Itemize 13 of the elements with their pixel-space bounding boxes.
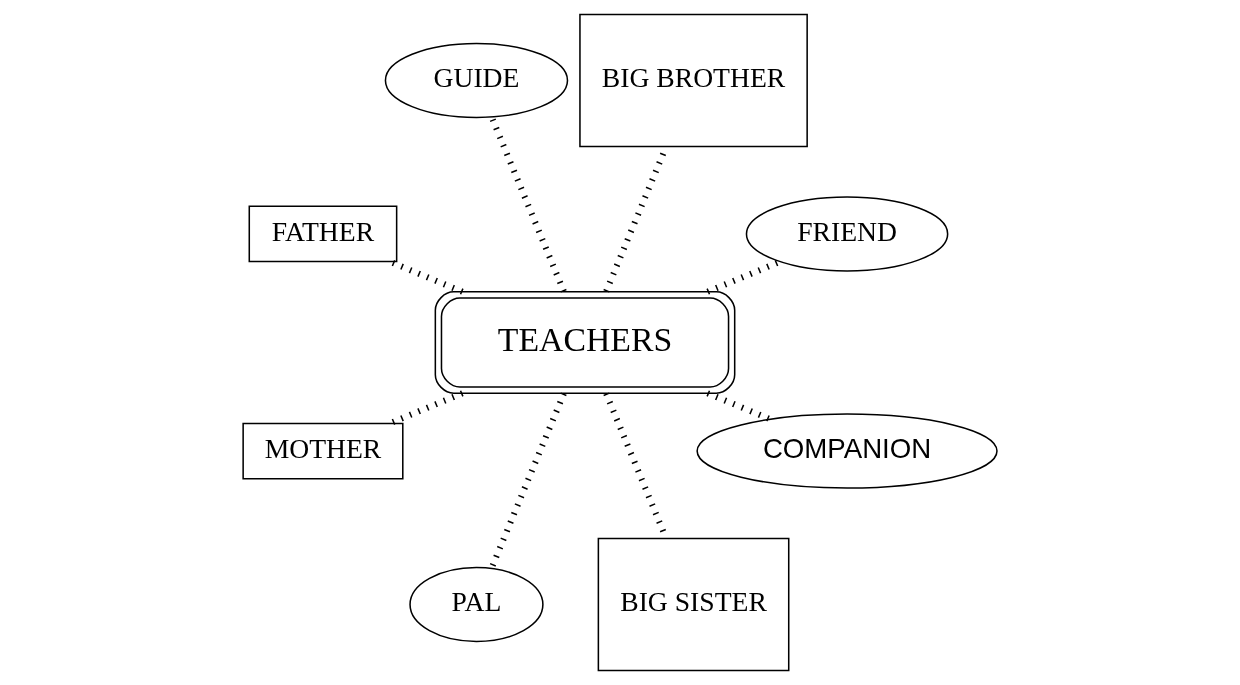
connector	[488, 115, 567, 293]
node-box: TEACHERS	[434, 291, 736, 394]
node-ellipse: PAL	[409, 566, 544, 643]
node-ellipse: GUIDE	[384, 42, 569, 119]
connector	[706, 259, 781, 295]
connector	[706, 390, 772, 423]
node-box: FATHER	[248, 205, 398, 263]
node-box: MOTHER	[242, 422, 404, 480]
node-box: BIG BROTHER	[579, 13, 808, 148]
node-ellipse: FRIEND	[745, 196, 949, 272]
node-ellipse: COMPANION	[696, 413, 998, 489]
node-box: BIG SISTER	[597, 537, 790, 672]
connector	[488, 392, 567, 570]
